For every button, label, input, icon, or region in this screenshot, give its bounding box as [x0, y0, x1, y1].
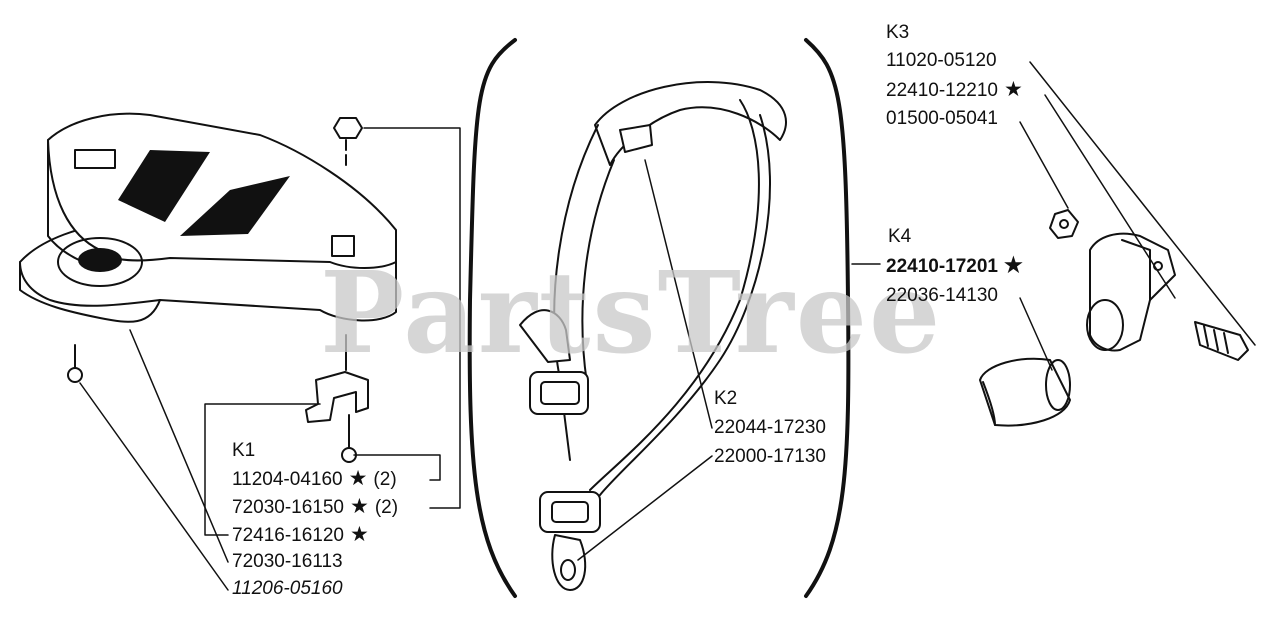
- nut-drawing: [333, 117, 363, 166]
- star-icon: ★: [350, 495, 369, 518]
- star-icon: ★: [350, 523, 369, 546]
- part-qty: (2): [374, 497, 399, 518]
- part-number[interactable]: 11206-05160: [232, 578, 343, 599]
- part-number[interactable]: 72030-16150: [232, 497, 344, 518]
- bushing-drawing: [979, 357, 1071, 427]
- k1-part-row[interactable]: 72030-16113: [232, 551, 343, 573]
- k1-part-row[interactable]: 11206-05160: [232, 578, 343, 600]
- trimmer-guard-drawing: [19, 112, 397, 323]
- k4-title: K4: [888, 226, 912, 247]
- k4-part-row-highlighted[interactable]: 22410-17201 ★: [886, 255, 1023, 278]
- harness-strap-drawing: [519, 81, 787, 591]
- part-number[interactable]: 22410-12210: [886, 80, 998, 101]
- k3-title: K3: [886, 22, 910, 43]
- k3-part-row[interactable]: 01500-05041: [886, 108, 998, 130]
- part-number[interactable]: 11204-04160: [232, 469, 343, 490]
- part-number[interactable]: 22036-14130: [886, 285, 998, 306]
- part-number[interactable]: 11020-05120: [886, 50, 997, 71]
- screw-drawing: [67, 344, 83, 383]
- bracket-drawing: [305, 334, 369, 463]
- part-number[interactable]: 01500-05041: [886, 108, 998, 129]
- part-qty: (2): [373, 469, 397, 490]
- k1-part-row[interactable]: 72416-16120 ★: [232, 524, 369, 547]
- star-icon: ★: [1004, 78, 1023, 101]
- k3-part-row[interactable]: 22410-12210 ★: [886, 79, 1023, 102]
- part-number[interactable]: 22000-17130: [714, 446, 826, 467]
- part-number[interactable]: 72416-16120: [232, 525, 344, 546]
- k2-part-row[interactable]: 22000-17130: [714, 446, 826, 468]
- part-number[interactable]: 72030-16113: [232, 551, 343, 572]
- clamp-drawing: [1049, 209, 1249, 361]
- star-icon: ★: [348, 467, 368, 490]
- k4-part-row[interactable]: 22036-14130: [886, 285, 998, 307]
- k2-part-row[interactable]: 22044-17230: [714, 417, 826, 439]
- star-icon: ★: [1004, 254, 1023, 277]
- k1-part-row[interactable]: 72030-16150 ★(2): [232, 496, 398, 519]
- k1-part-row[interactable]: 11204-04160★(2): [232, 468, 397, 491]
- part-number[interactable]: 22044-17230: [714, 417, 826, 438]
- part-number[interactable]: 22410-17201: [886, 256, 998, 277]
- k3-part-row[interactable]: 11020-05120: [886, 50, 997, 72]
- k1-title: K1: [232, 440, 256, 461]
- k2-title: K2: [714, 388, 738, 409]
